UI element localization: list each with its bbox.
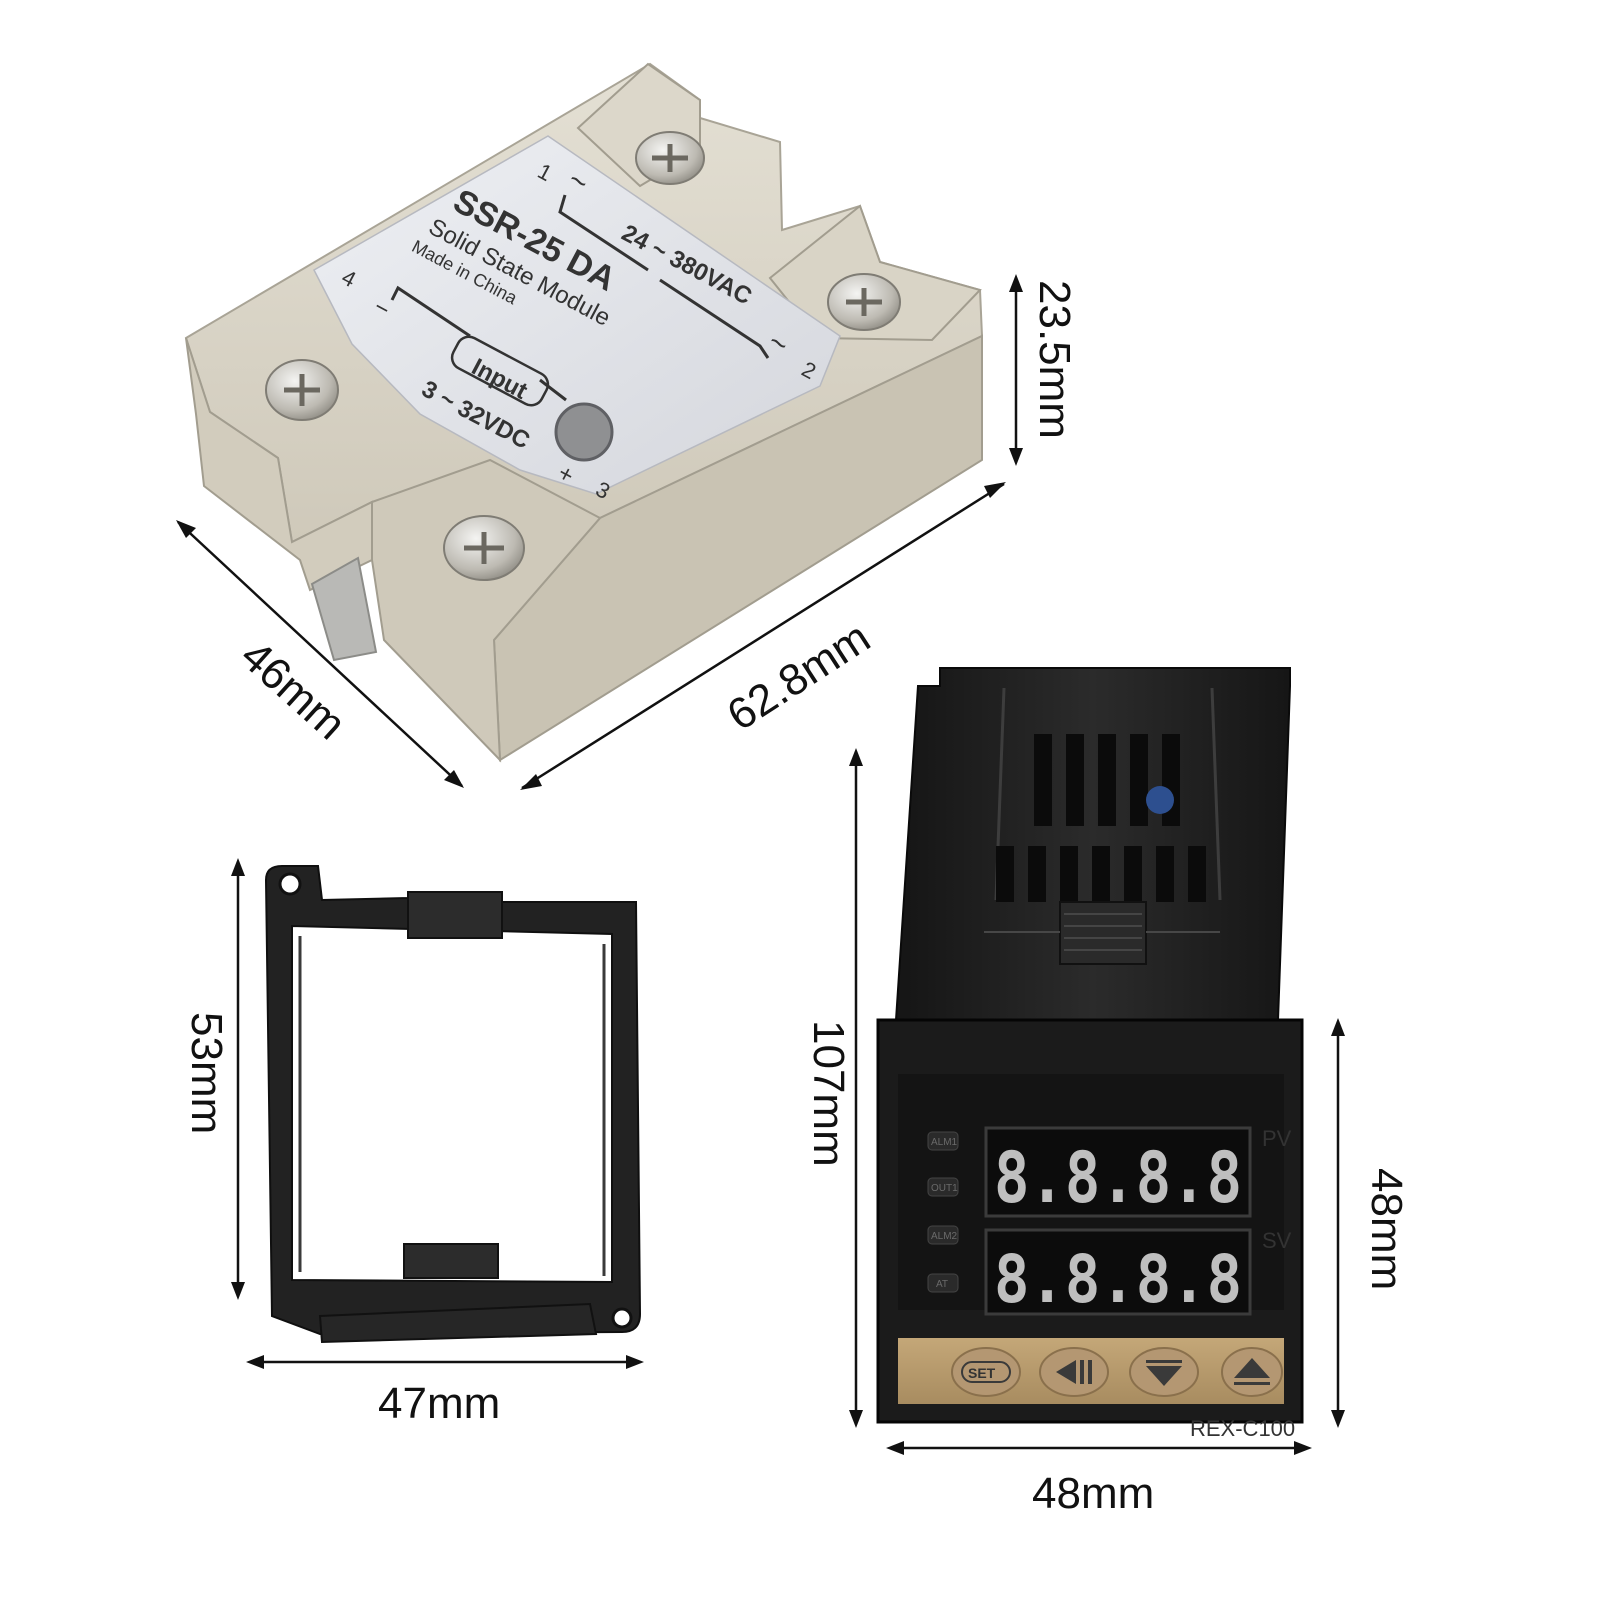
bracket-width-arrow: [246, 1355, 644, 1369]
bracket-top-clip: [407, 891, 503, 939]
bracket-release-tab: [318, 1302, 598, 1344]
ssr-input-circuit-line: [390, 285, 567, 402]
bracket-width-dim: 47mm: [378, 1379, 500, 1428]
controller-front-height-dim: 48mm: [1362, 1168, 1411, 1290]
controller-length-arrow: [849, 748, 863, 1428]
sv-label: SV: [1262, 1228, 1292, 1253]
ssr-input-badge-frame: [450, 335, 550, 407]
ssr-screw-4: [265, 359, 339, 421]
ssr-height-dim: 23.5mm: [1030, 280, 1079, 439]
bracket-height-dim: 53mm: [182, 1012, 231, 1134]
ssr-screw-3: [443, 515, 525, 581]
ssr-depth-arrow: [176, 520, 464, 788]
bracket-screw-hole-top: [278, 872, 302, 896]
indicator-at: AT: [936, 1279, 948, 1290]
ssr-height-arrow: [1009, 274, 1023, 466]
down-arrow-icon: [1146, 1366, 1182, 1386]
up-button[interactable]: [1221, 1347, 1283, 1397]
indicator-alm1: ALM1: [931, 1137, 958, 1148]
set-button[interactable]: SET: [951, 1347, 1021, 1397]
sv-display: [984, 1228, 1252, 1316]
ssr-width-arrow: [520, 482, 1006, 790]
sv-display-digits: 8.8.8.8: [994, 1241, 1242, 1318]
down-button[interactable]: [1129, 1347, 1199, 1397]
ssr-status-led: [554, 402, 614, 462]
controller-front-width-dim: 48mm: [1032, 1469, 1154, 1518]
controller-front-height-arrow: [1331, 1018, 1345, 1428]
pv-display-digits: 8.8.8.8: [994, 1137, 1242, 1219]
bracket-height-arrow: [231, 858, 245, 1300]
ssr-label-plate: [313, 135, 841, 495]
shift-left-icon: [1056, 1360, 1076, 1384]
ssr-module: SSR-25 DA Solid State Module Made in Chi…: [176, 62, 1079, 790]
ssr-load-circuit-line: [558, 194, 770, 359]
bracket-screw-hole-bottom: [611, 1307, 633, 1329]
shift-button[interactable]: [1039, 1347, 1109, 1397]
ssr-heatsink-plate: [310, 556, 378, 662]
indicator-out1: OUT1: [931, 1183, 958, 1194]
indicator-alm2: ALM2: [931, 1231, 958, 1242]
controller-indicators: ALM1 OUT1 ALM2 AT: [927, 1131, 959, 1293]
set-button-label: SET: [968, 1365, 996, 1381]
bracket-bottom-clip: [403, 1243, 499, 1279]
ssr-terminal-block-3: [371, 458, 602, 763]
ssr-screw-2: [827, 273, 901, 331]
ssr-screw-1: [635, 131, 705, 185]
up-arrow-icon: [1234, 1358, 1270, 1378]
controller-front-width-arrow: [886, 1441, 1312, 1455]
controller-model-text: REX-C100: [1190, 1416, 1295, 1441]
temperature-controller: ALM1 OUT1 ALM2 AT 8.8.8.8 PV 8.8.8.8 SV …: [804, 667, 1411, 1518]
controller-latch: [1059, 901, 1147, 965]
controller-length-dim: 107mm: [804, 1020, 853, 1167]
mounting-bracket: 53mm 47mm: [182, 858, 644, 1428]
controller-blue-trimmer: [1146, 786, 1174, 814]
ssr-width-dim: 62.8mm: [719, 613, 879, 741]
pv-label: PV: [1262, 1126, 1292, 1151]
pv-display: [984, 1126, 1252, 1218]
bracket-frame: [264, 865, 642, 1336]
controller-vents: [996, 734, 1206, 902]
controller-housing: [894, 667, 1291, 1021]
